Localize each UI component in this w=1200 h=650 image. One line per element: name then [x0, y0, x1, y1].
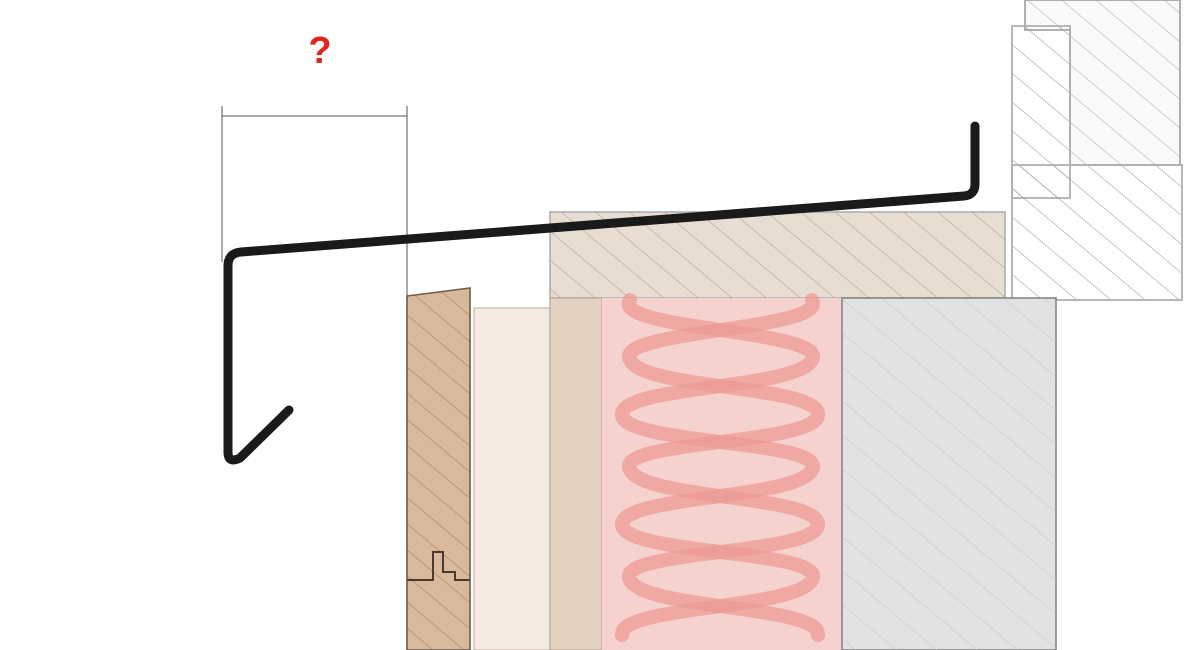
- furring-strip: [473, 307, 551, 650]
- overhang-dimension: [221, 106, 408, 300]
- siding-hatch: [407, 288, 470, 650]
- wood-siding: [406, 287, 471, 650]
- insulation-loops: [615, 293, 820, 642]
- window-frame: [1011, 0, 1183, 301]
- siding-joint: [407, 551, 470, 581]
- overhang-dimension-label: ?: [308, 30, 332, 72]
- insulation-loops-2: [622, 293, 825, 642]
- window-frame-lower: [1011, 164, 1183, 301]
- drywall-hatch: [842, 298, 1056, 650]
- batt-insulation: [602, 293, 842, 650]
- drip-edge-flashing: [223, 121, 980, 465]
- interior-drywall: [841, 297, 1057, 650]
- window-frame-upper-hatch: [1025, 0, 1180, 165]
- wall-stud: [549, 297, 603, 650]
